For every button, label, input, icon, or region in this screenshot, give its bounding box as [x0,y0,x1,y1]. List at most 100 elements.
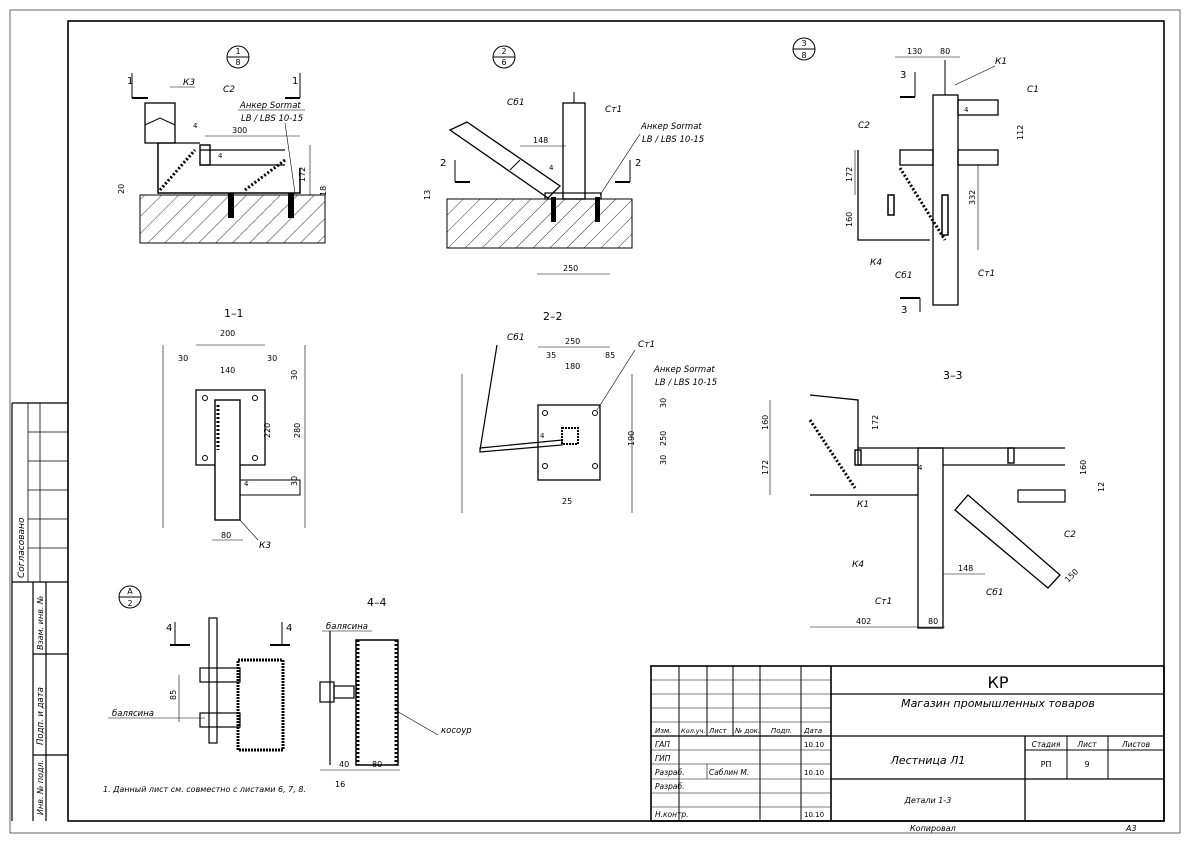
d2-dim-148: 148 [533,136,548,145]
s33-dim-172b: 172 [761,460,770,475]
s44-dim-80: 80 [372,760,382,769]
section-a: А 2 4 4 85 балясина [108,585,292,752]
s22-st1-label: Ст1 [638,340,655,350]
s11-dim-200: 200 [220,329,235,338]
side-stamp-agreed: Согласовано [17,517,27,578]
s22-dim-85: 85 [605,351,615,360]
s22-dim-30a: 30 [659,398,668,408]
tb-row-date: 10.10 [804,769,824,777]
section-1-1: 1–1 200 30 30 140 30 220 280 30 80 К3 4 [162,307,306,551]
tb-row-role: ГАП [655,740,670,749]
s33-dim-148: 148 [958,564,973,573]
s33-dim-80: 80 [928,617,938,626]
section-3-3: 3–3 160 172 172 160 12 К1 С2 К4 148 150 … [761,369,1106,629]
s11-weld-4: 4 [244,480,249,488]
detail-2-sheet: 6 [501,58,506,67]
s22-dim-25: 25 [562,497,572,506]
d3-dim-160: 160 [845,212,854,227]
s11-dim-30a: 30 [178,354,188,363]
sA-baluster-label: балясина [112,709,154,719]
side-stamp-inv-orig: Инв. № подл. [36,760,45,815]
s11-dim-140: 140 [220,366,235,375]
s11-dim-30d: 30 [290,476,299,486]
d2-dim-13: 13 [423,190,432,200]
d1-cut-right: 1 [292,76,298,87]
s33-dim-402: 402 [856,617,871,626]
d2-st1-label: Ст1 [605,105,622,115]
tb-header-list: Лист [708,727,728,735]
s44-dim-16: 16 [335,780,345,789]
tb-row-role: Разраб. [655,768,684,777]
s33-dim-150: 150 [1063,567,1080,584]
d2-cut-left: 2 [440,158,446,169]
detail-2-number: 2 [501,47,506,56]
sA-cut-right: 4 [286,623,292,634]
d1-weld-4b: 4 [218,152,223,160]
tb-format: А3 [1125,824,1137,833]
tb-copied: Копировал [910,824,956,833]
d3-dim-172: 172 [845,167,854,182]
s11-dim-30c: 30 [290,370,299,380]
title-block: Изм. Кол.уч. Лист № док. Подп. Дата ГАП … [650,665,1165,833]
tb-sheet-label: Лист [1076,740,1097,749]
tb-stage-label: Стадия [1032,740,1061,749]
tb-stage: РП [1041,760,1052,769]
d3-dim-80: 80 [940,47,950,56]
tb-header-izm: Изм. [655,727,671,735]
d3-k4-label: К4 [870,258,882,268]
s33-sb1-label: Сб1 [986,588,1004,598]
detail-3: 3 8 3 3 130 80 К1 С1 С2 112 172 332 160 … [792,37,1039,316]
tb-drawing: Детали 1-3 [904,796,952,805]
s11-dim-80: 80 [221,531,231,540]
tb-sheets-label: Листов [1121,740,1150,749]
tb-project: Магазин промышленных товаров [901,697,1095,710]
d1-dim-300: 300 [232,126,247,135]
s22-anchor-label2: LB / LBS 10-15 [655,378,717,388]
d2-anchor-label2: LB / LBS 10-15 [642,135,704,145]
d1-cut-left: 1 [127,76,133,87]
tb-header-sign: Подп. [771,727,792,735]
s11-dim-280: 280 [293,423,302,438]
d3-dim-332: 332 [968,190,977,205]
s22-weld-4: 4 [540,432,545,440]
d3-sb1-label: Сб1 [895,271,913,281]
s44-dim-40: 40 [339,760,349,769]
s33-k1-label: К1 [857,500,869,510]
s22-title: 2–2 [543,310,563,323]
d2-anchor-label1: Анкер Sormat [640,122,702,132]
s22-anchor-label1: Анкер Sormat [653,365,715,375]
s44-title: 4–4 [367,596,387,609]
d3-dim-112: 112 [1016,125,1025,140]
outer-border [9,9,1181,834]
s33-k4-label: К4 [852,560,864,570]
d2-cut-right: 2 [635,158,641,169]
d3-st1-label: Ст1 [978,269,995,279]
tb-row-date: 10.10 [804,741,824,749]
tb-header-kolich: Кол.уч. [681,727,706,735]
d1-dim-20: 20 [117,184,126,194]
tb-row-role: Разраб. [655,782,684,791]
s33-dim-160b: 160 [1079,460,1088,475]
d1-c2-label: С2 [223,85,235,95]
d3-dim-130: 130 [907,47,922,56]
side-stamp-inv-repl: Взам. инв. № [36,596,45,650]
d3-c1-label: С1 [1027,85,1039,95]
s33-dim-160: 160 [761,415,770,430]
tb-row-date: 10.10 [804,811,824,819]
s33-dim-12: 12 [1097,482,1106,492]
d3-cut-top: 3 [900,70,906,81]
tb-row-role: ГИП [655,754,671,763]
d1-anchor-label2: LB / LBS 10-15 [241,114,303,124]
s33-title: 3–3 [943,369,963,382]
s33-c2-label: С2 [1064,530,1076,540]
s44-kosour-label: косоур [441,726,472,736]
d1-dim-18: 18 [319,186,328,196]
inner-frame [67,20,1165,822]
d1-weld-4a: 4 [193,122,198,130]
detail-1: 1 8 1 1 К3 С2 Анкер Sormat LB / LBS 10-1… [117,45,328,244]
d2-sb1-label: Сб1 [507,98,525,108]
s11-dim-220: 220 [263,423,272,438]
sA-sheet: 2 [127,599,132,608]
s22-dim-35: 35 [546,351,556,360]
